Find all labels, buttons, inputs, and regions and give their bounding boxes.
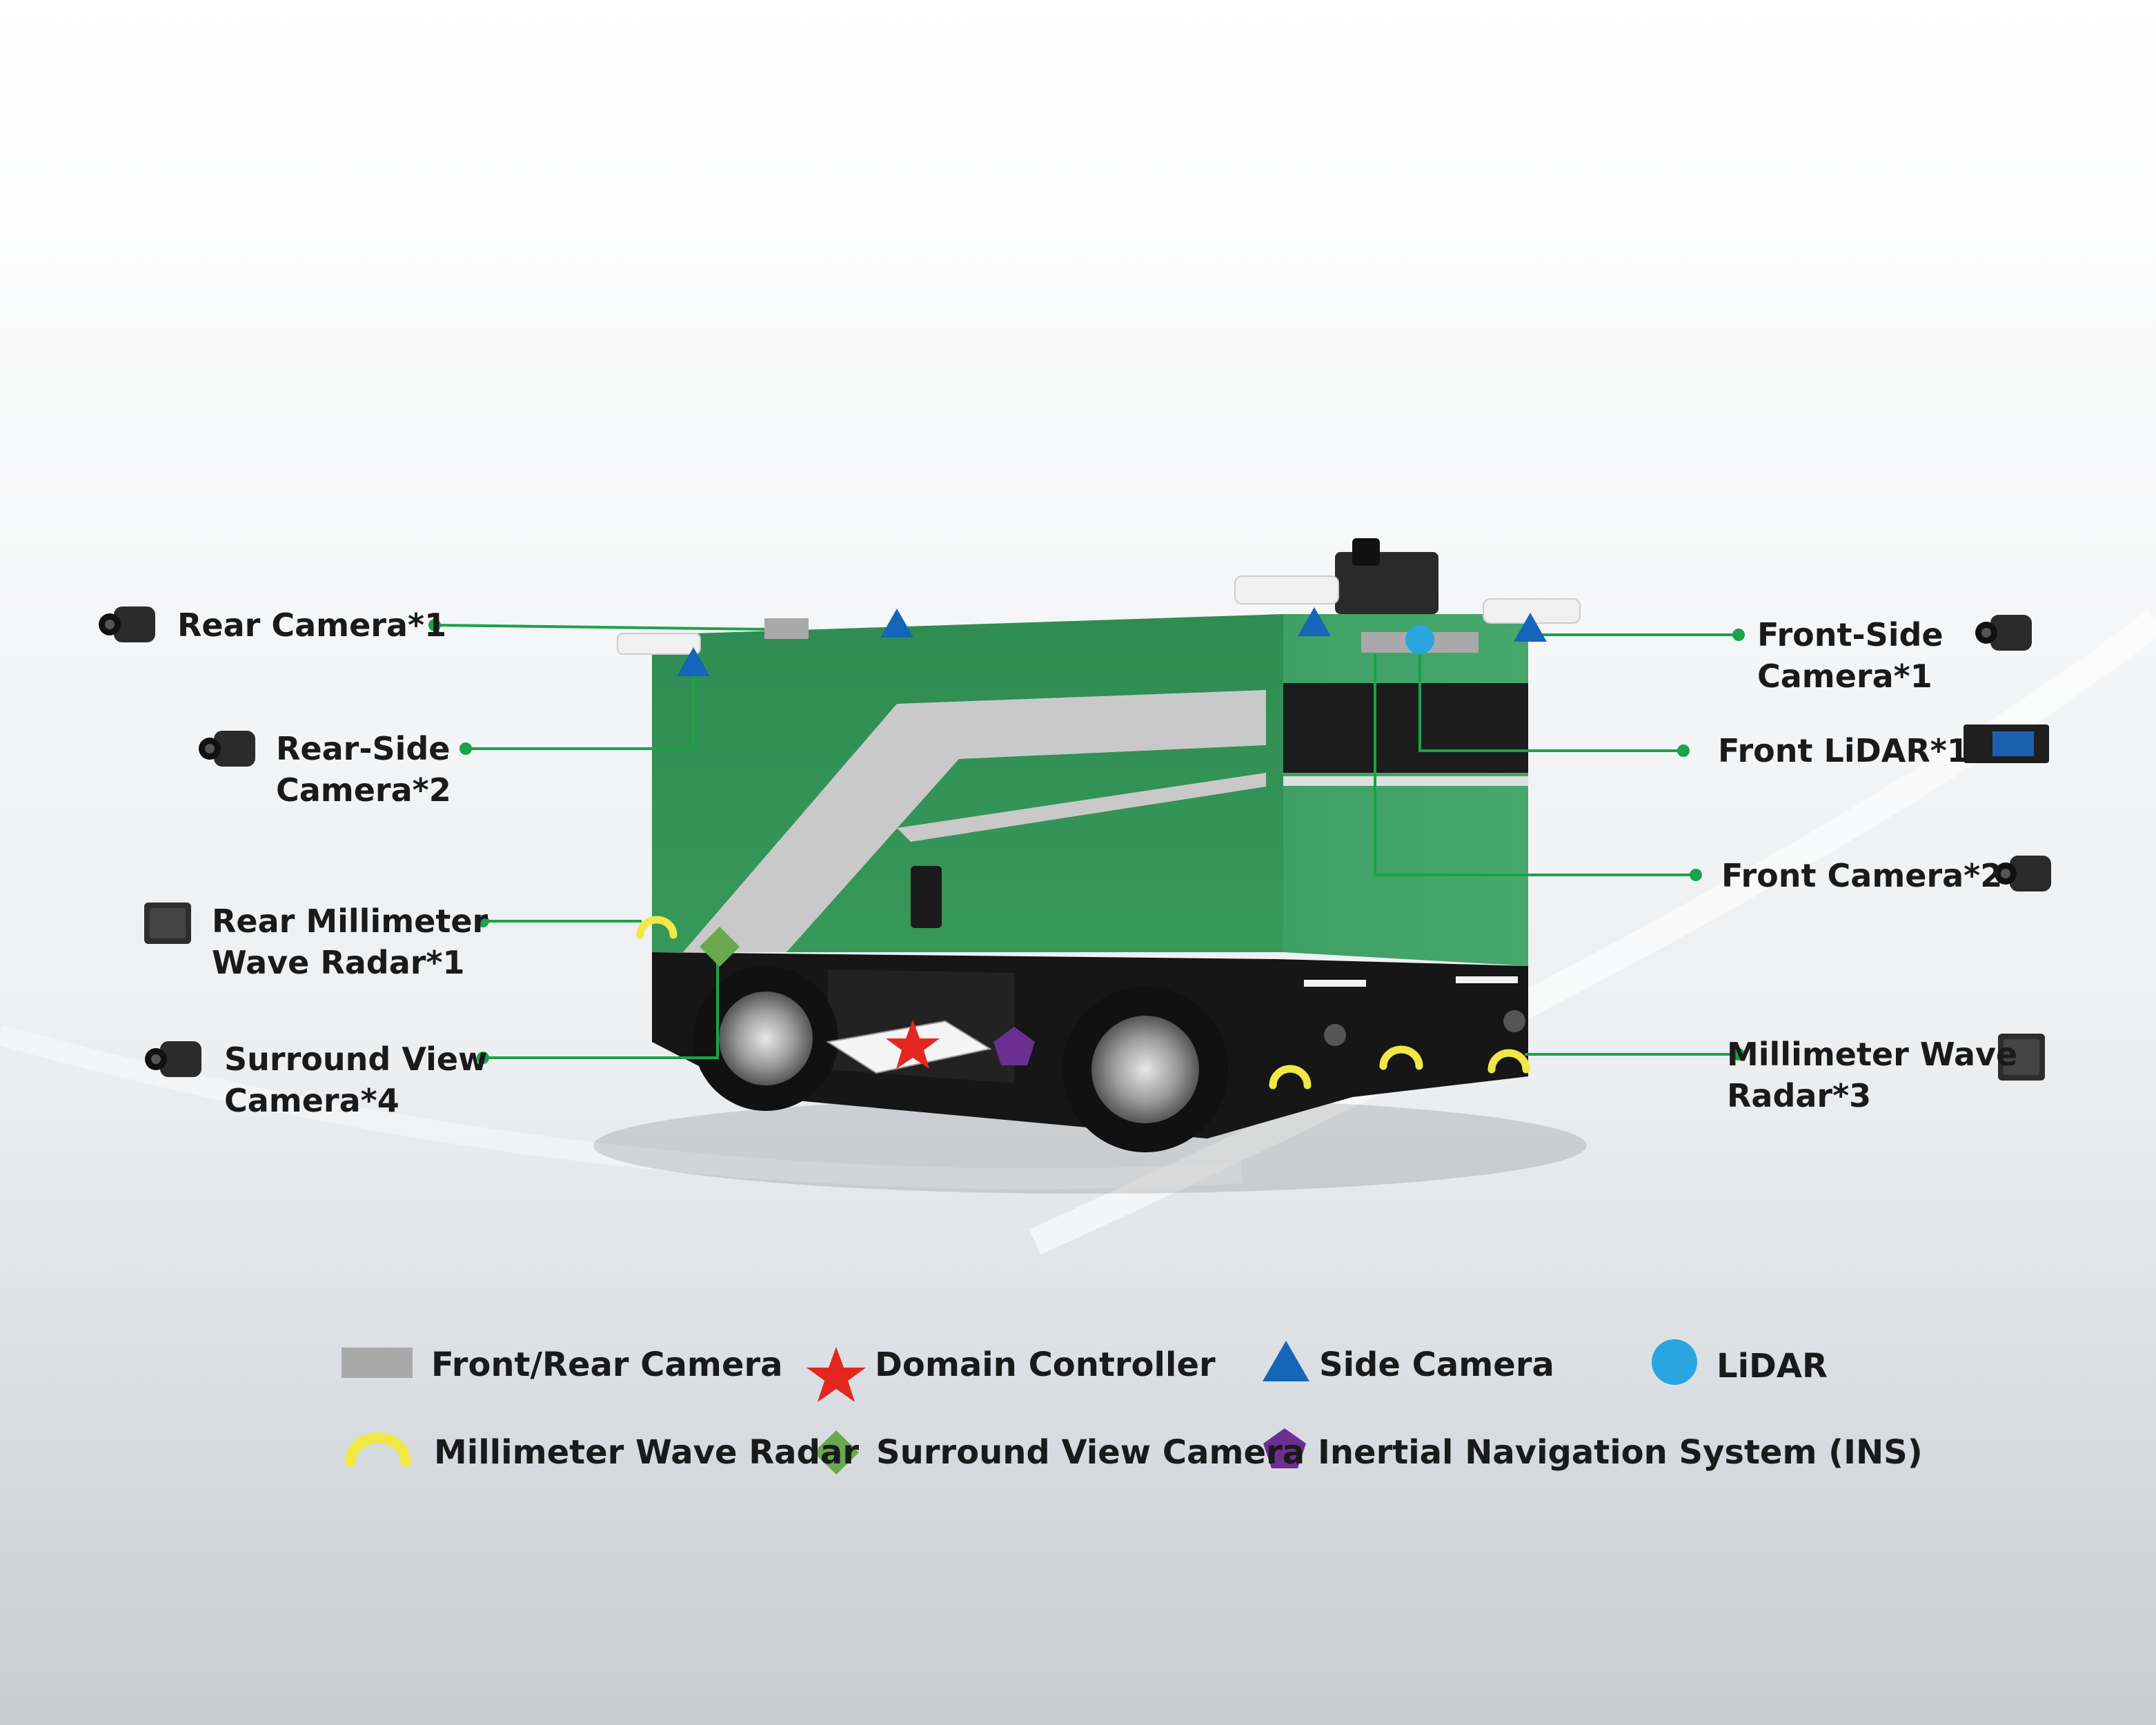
lidar-marker: [1405, 625, 1434, 654]
legend-symbols: [342, 1339, 1697, 1475]
label-line: Radar*3: [1727, 1077, 1872, 1114]
legend-green-diamond-icon: [813, 1430, 859, 1475]
label-line: Front-Side: [1757, 616, 1944, 653]
label-mmwave-radar: Millimeter Wave Radar*3: [1727, 1034, 2017, 1116]
camera-icon: [1975, 615, 2032, 651]
label-line: Camera*1: [1757, 658, 1932, 695]
front-panel: [1283, 614, 1528, 966]
front-rear-camera-marker: [764, 618, 809, 639]
label-line: Camera*2: [276, 771, 451, 809]
label-surround-view: Surround View Camera*4: [224, 1038, 488, 1121]
front-wheel-rim: [1091, 1016, 1199, 1123]
label-front-side-camera: Front-Side Camera*1: [1757, 614, 1944, 697]
label-line: Front Camera*2: [1721, 857, 2003, 894]
legend-label-domain-controller: Domain Controller: [875, 1346, 1216, 1384]
label-line: Rear Camera*1: [177, 607, 447, 644]
domain-controller-marker: [886, 1020, 940, 1069]
camera-icon: [1995, 856, 2051, 891]
front-window-band: [1283, 683, 1528, 773]
door-handle: [911, 866, 942, 928]
connector-lines: [434, 624, 1739, 1059]
legend-label-side-camera: Side Camera: [1319, 1346, 1554, 1384]
device-icons: [99, 607, 2051, 1081]
connector-dot: [1690, 869, 1702, 881]
background-sheen: [0, 1025, 1243, 1190]
roof-camera-pod: [1234, 575, 1339, 604]
radar-marker: [1487, 1049, 1530, 1074]
connector-dot: [477, 1052, 489, 1064]
front-stripe: [1283, 776, 1528, 786]
side-stripe: [683, 690, 1266, 952]
radar-icon: [1998, 1034, 2045, 1081]
radar-marker: [1269, 1065, 1312, 1090]
lidar-tower: [1335, 552, 1438, 614]
connector-dot: [1732, 629, 1745, 641]
camera-icon: [99, 607, 155, 642]
radar-marker: [636, 916, 678, 939]
label-front-lidar: Front LiDAR*1: [1718, 730, 1969, 771]
connector-dot: [477, 915, 489, 927]
connector-dot: [428, 619, 441, 631]
legend-blue-triangle-icon: [1263, 1341, 1309, 1381]
label-line: Millimeter Wave: [1727, 1036, 2018, 1073]
vehicle-shadow: [593, 1097, 1587, 1194]
label-line: Rear-Side: [276, 730, 451, 767]
legend-label-lidar: LiDAR: [1717, 1347, 1828, 1386]
legend-label-ins: Inertial Navigation System (INS): [1318, 1433, 1923, 1472]
connector-dot: [1677, 745, 1690, 757]
side-camera-marker: [880, 609, 913, 638]
label-line: Camera*4: [224, 1082, 399, 1119]
lidar-icon: [1964, 724, 2049, 763]
label-rear-camera: Rear Camera*1: [177, 604, 446, 646]
legend-grey-rectangle-icon: [342, 1348, 413, 1378]
label-line: Surround View: [224, 1041, 488, 1078]
legend-label-front-rear-camera: Front/Rear Camera: [431, 1346, 783, 1384]
label-front-camera: Front Camera*2: [1721, 855, 2002, 896]
connector-dot: [459, 742, 472, 755]
radar-marker: [1379, 1045, 1423, 1070]
ins-marker: [993, 1027, 1035, 1065]
label-line: Wave Radar*1: [212, 944, 465, 981]
connector-front-lidar: [1418, 642, 1683, 752]
lidar-cap: [1352, 538, 1380, 566]
connector-rear-side-camera: [466, 662, 695, 750]
connector-dot: [1732, 1048, 1745, 1061]
label-line: Rear Millimeter: [212, 903, 488, 940]
vehicle: [593, 538, 1587, 1194]
front-sensor-port: [1324, 1024, 1346, 1046]
connector-rear-camera: [434, 624, 767, 631]
side-camera-marker: [1514, 613, 1547, 642]
legend-red-star-icon: [807, 1347, 866, 1402]
label-line: Front LiDAR*1: [1718, 732, 1969, 769]
headlight: [1456, 976, 1518, 983]
side-camera-marker: [677, 647, 710, 676]
rear-side-camera-pod: [617, 633, 701, 655]
sensor-markers: [636, 607, 1547, 1090]
legend-label-mmwave-radar: Millimeter Wave Radar: [434, 1433, 859, 1472]
connector-dots: [428, 619, 1745, 1064]
legend-label-surround-view: Surround View Camera: [876, 1433, 1305, 1472]
connector-front-camera: [1374, 654, 1696, 876]
legend-purple-pentagon-icon: [1263, 1428, 1306, 1468]
radar-icon: [144, 903, 191, 944]
background-sheen: [1029, 610, 2156, 1255]
camera-icon: [145, 1041, 201, 1077]
rear-wheel-rim: [719, 992, 813, 1085]
surround-view-marker: [700, 927, 740, 967]
side-stripe-thin: [897, 773, 1266, 842]
headlight: [1304, 980, 1366, 987]
connector-surround-view: [483, 947, 719, 1059]
front-sensor-port: [1503, 1010, 1525, 1032]
label-rear-radar: Rear Millimeter Wave Radar*1: [212, 900, 488, 983]
side-camera-marker: [1298, 607, 1331, 636]
legend-blue-circle-icon: [1652, 1339, 1697, 1385]
label-rear-side-camera: Rear-Side Camera*2: [276, 728, 451, 811]
legend-yellow-arc-icon: [345, 1432, 411, 1467]
camera-icon: [199, 731, 255, 767]
